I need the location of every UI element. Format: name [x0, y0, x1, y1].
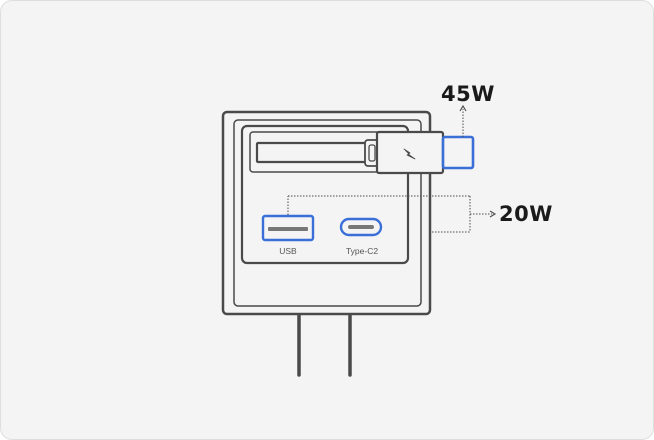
usb-a-port	[261, 214, 315, 242]
usb-port-label: USB	[279, 246, 297, 256]
bolt-icon	[403, 148, 416, 160]
usb-c-cable-plug	[364, 130, 475, 175]
type-c2-port	[339, 217, 383, 237]
cable-end-highlight	[441, 135, 475, 170]
cable-connector	[375, 130, 445, 175]
top-watt-connector	[459, 104, 467, 137]
type-c2-port-label: Type-C2	[346, 246, 378, 256]
side-watt-label: 20W	[499, 202, 553, 226]
side-watt-arrowhead	[489, 210, 497, 218]
top-port-slot	[249, 131, 401, 173]
top-watt-label: 45W	[441, 82, 495, 106]
side-watt-bracket	[287, 195, 492, 233]
